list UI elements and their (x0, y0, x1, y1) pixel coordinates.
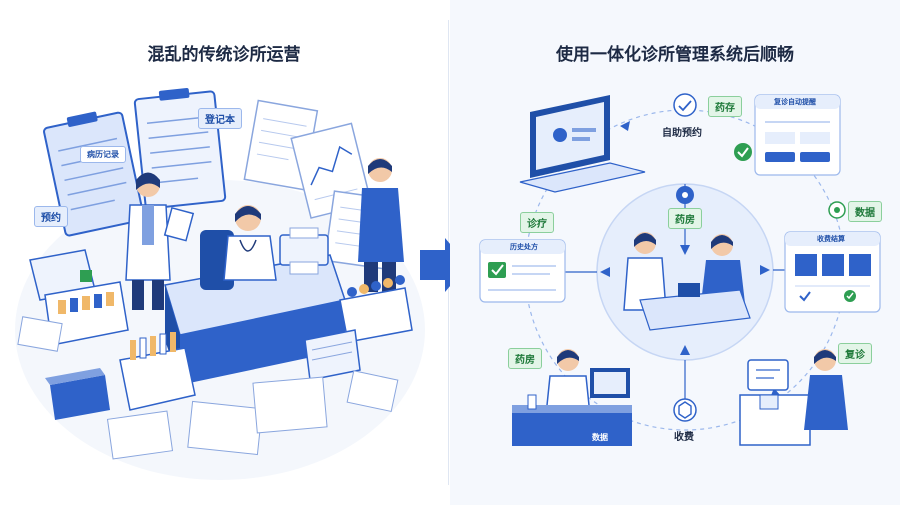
floor-papers (17, 316, 399, 460)
consultation-tag: 诊疗 (520, 212, 554, 233)
reminder-card (734, 94, 841, 176)
doctor-workstation (512, 349, 632, 446)
data-node (828, 201, 846, 219)
pharmacy-pin-node (676, 186, 694, 204)
pharmacy-center-tag: 药房 (668, 208, 702, 229)
follow-up-tag: 复诊 (838, 343, 872, 364)
pharmacy-top-tag: 药存 (708, 96, 742, 117)
medical-record-tag: 病历记录 (80, 146, 126, 163)
file-folders (304, 329, 361, 381)
left-panel: 混乱的传统诊所运营 (0, 0, 448, 505)
data-tag: 数据 (848, 201, 882, 222)
laptop-device (519, 95, 646, 193)
bottle-shelf-right (339, 275, 413, 343)
billing-card-title: 收费结算 (817, 235, 845, 243)
left-title: 混乱的传统诊所运营 (147, 45, 301, 65)
desk-label: 数据 (592, 433, 608, 442)
reminder-check-icon (734, 143, 752, 161)
appointment-tag: 预约 (34, 206, 68, 227)
self-booking-node (673, 93, 697, 117)
right-title: 使用一体化诊所管理系统后顺畅 (556, 45, 794, 65)
pharmacy-left-tag: 药房 (508, 348, 542, 369)
billing-summary-card (784, 231, 881, 313)
doctor-figure (200, 205, 277, 290)
history-card-title: 历史处方 (510, 243, 538, 251)
self-booking-label: 自助预约 (662, 128, 702, 139)
right-panel: 使用一体化诊所管理系统后顺畅 (450, 0, 900, 505)
stacked-boxes (45, 368, 110, 420)
billing-node (673, 398, 697, 422)
register-book-tag: 登记本 (198, 108, 242, 129)
chaotic-clinic-illustration (15, 87, 425, 480)
history-prescription-card (479, 239, 566, 303)
printer (279, 227, 329, 275)
billing-label: 收费 (674, 432, 694, 443)
reminder-card-title: 复诊自动提醒 (774, 98, 816, 106)
panel-divider (448, 20, 449, 485)
medicine-shelf-left (29, 249, 129, 346)
nurse-figure (125, 172, 195, 310)
consultation-scene (623, 232, 751, 331)
reception-kiosk (739, 349, 848, 446)
history-check-icon (488, 262, 506, 278)
clipboard-left (43, 111, 145, 237)
integrated-system-diagram (479, 93, 881, 446)
bottle-crate (119, 332, 196, 411)
